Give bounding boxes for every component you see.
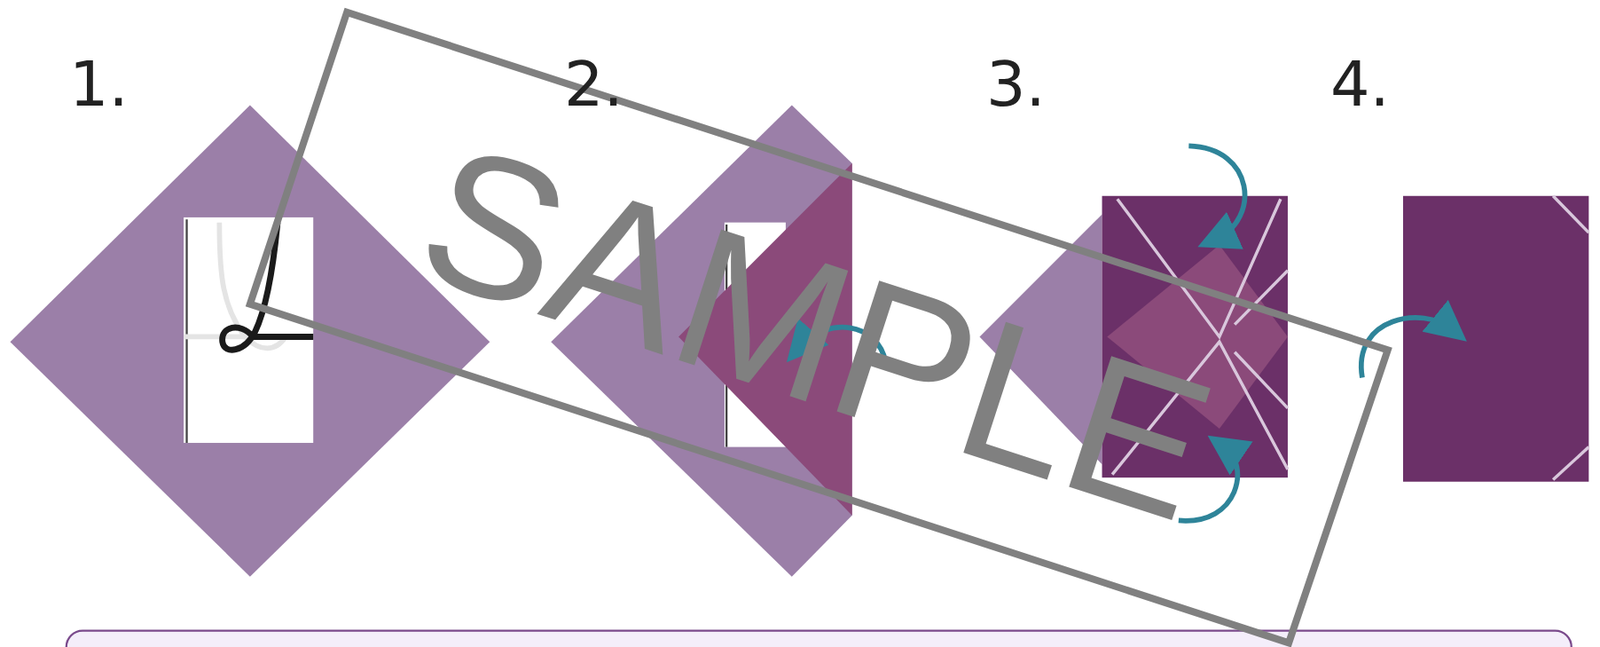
step-number: 1. xyxy=(69,53,129,116)
step-number: 3. xyxy=(986,53,1046,116)
step-number: 2. xyxy=(564,53,624,116)
step-number: 4. xyxy=(1330,53,1390,116)
